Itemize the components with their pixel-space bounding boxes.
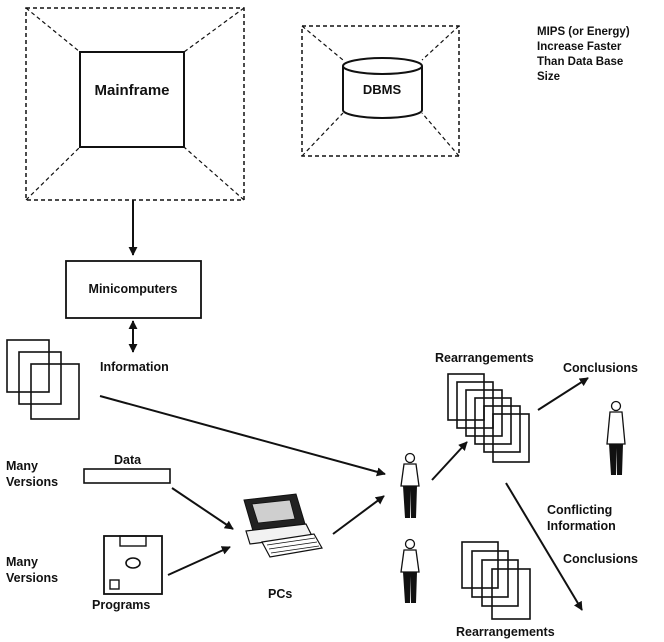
- conflicting-line-2: Information: [547, 519, 616, 533]
- rearrangements-top-label: Rearrangements: [435, 351, 534, 365]
- document-stack-icon: [447, 373, 530, 463]
- note-line-2: Increase Faster: [537, 41, 622, 53]
- many-versions-data-line-1: Many: [6, 459, 38, 473]
- note-line-3: Than Data Base: [537, 56, 623, 68]
- note-line-4: Size: [537, 71, 560, 83]
- database-cylinder-icon: [342, 57, 423, 119]
- mainframe-box: Mainframe: [25, 7, 245, 201]
- mainframe-label: Mainframe: [94, 82, 169, 99]
- document-stack-icon: [461, 541, 531, 620]
- floppy-disk-icon: [103, 535, 163, 595]
- mips-note: MIPS (or Energy) Increase Faster Than Da…: [537, 26, 630, 83]
- arrow-to-conclusions-top: [537, 377, 589, 411]
- many-versions-data-line-2: Versions: [6, 475, 58, 489]
- arrow-pc-to-person: [332, 495, 385, 535]
- person-icon: [400, 452, 420, 518]
- person-icon: [400, 538, 420, 603]
- arrow-data-to-pc: [171, 487, 234, 530]
- minicomputers-label: Minicomputers: [89, 282, 178, 296]
- document-stack-icon: [6, 339, 80, 420]
- conclusions-bottom-label: Conclusions: [563, 552, 638, 566]
- programs-label: Programs: [92, 598, 150, 612]
- rearrangements-bottom-label: Rearrangements: [456, 625, 555, 639]
- arrow-to-bottom-rearrangements: [505, 482, 583, 611]
- conflicting-line-1: Conflicting: [547, 503, 612, 517]
- arrow-programs-to-pc: [167, 546, 231, 576]
- arrow-person-to-rearrangements: [431, 441, 468, 481]
- person-icon: [606, 400, 626, 475]
- pcs-label: PCs: [268, 587, 292, 601]
- many-versions-programs-line-1: Many: [6, 555, 38, 569]
- information-label: Information: [100, 360, 169, 374]
- many-versions-programs-line-2: Versions: [6, 571, 58, 585]
- personal-computer-icon: [243, 493, 323, 558]
- conclusions-top-label: Conclusions: [563, 361, 638, 375]
- dbms-box: DBMS: [301, 25, 460, 157]
- minicomputers-box: Minicomputers: [65, 260, 202, 319]
- arrow-information-to-person: [99, 395, 386, 477]
- data-label: Data: [114, 453, 142, 467]
- dbms-label: DBMS: [363, 82, 402, 97]
- data-bar: [83, 468, 171, 484]
- note-line-1: MIPS (or Energy): [537, 26, 630, 38]
